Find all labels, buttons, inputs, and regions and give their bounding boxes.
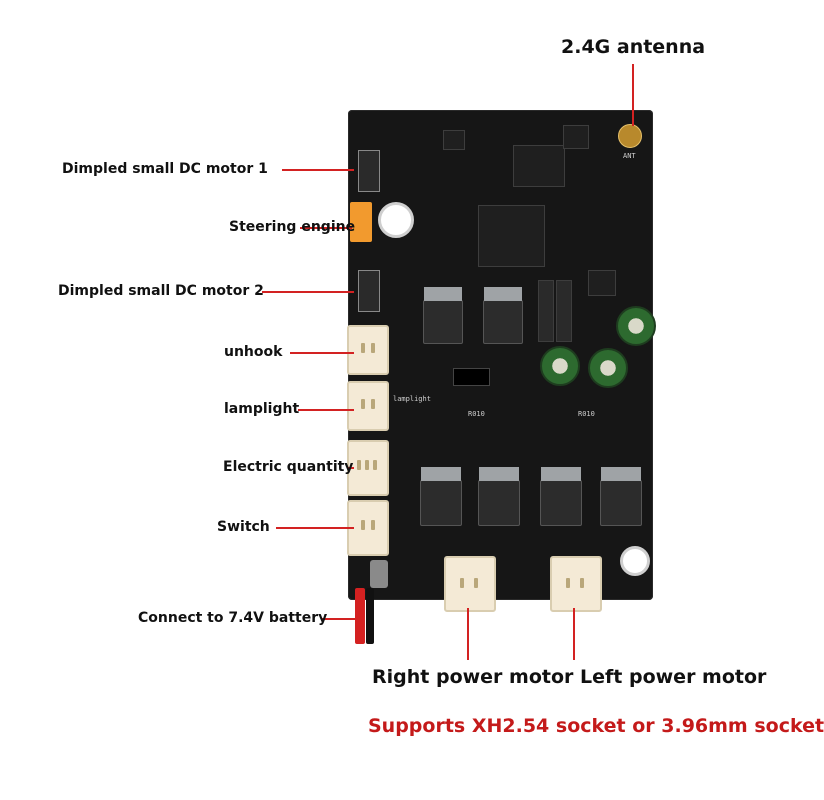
capacitor bbox=[588, 348, 628, 388]
antenna-callout-line bbox=[632, 64, 634, 126]
left-motor-callout-line bbox=[573, 608, 575, 660]
silkscreen-text: R010 bbox=[468, 410, 485, 418]
silkscreen-text: ANT bbox=[623, 152, 636, 160]
battery-wire-black bbox=[366, 588, 374, 644]
mounting-hole bbox=[378, 202, 414, 238]
battery-callout-line bbox=[322, 618, 356, 620]
electric-quantity-label: Electric quantity bbox=[223, 459, 354, 475]
mosfet bbox=[600, 467, 642, 526]
motor1-callout-line bbox=[282, 169, 354, 171]
steering-label: Steering engine bbox=[229, 219, 356, 235]
switch-callout-line bbox=[276, 527, 354, 529]
silkscreen-text: lamplight bbox=[393, 395, 431, 403]
left-motor-connector bbox=[550, 556, 602, 612]
lamplight-label: lamplight bbox=[224, 401, 300, 417]
steering-connector bbox=[350, 202, 372, 242]
capacitor bbox=[540, 346, 580, 386]
antenna-connector bbox=[618, 124, 642, 148]
lamplight-connector bbox=[347, 381, 389, 431]
diode bbox=[453, 368, 490, 386]
motor1-header bbox=[358, 150, 380, 192]
motor-labels: Right power motor Left power motor bbox=[372, 666, 767, 688]
capacitor bbox=[616, 306, 656, 346]
microcontroller-chip bbox=[478, 205, 545, 267]
socket-support-note: Supports XH2.54 socket or 3.96mm socket bbox=[368, 715, 824, 737]
unhook-callout-line bbox=[290, 352, 354, 354]
switch-label: Switch bbox=[217, 519, 270, 535]
antenna-label: 2.4G antenna bbox=[561, 36, 706, 58]
steering-callout-line bbox=[300, 227, 352, 229]
silkscreen-text: R010 bbox=[578, 410, 595, 418]
rf-chip bbox=[513, 145, 565, 187]
battery-solder-pad bbox=[370, 560, 388, 588]
lamplight-callout-line bbox=[298, 409, 354, 411]
unhook-label: unhook bbox=[224, 344, 283, 360]
battery-label: Connect to 7.4V battery bbox=[138, 610, 328, 626]
small-chip bbox=[443, 130, 465, 150]
mosfet bbox=[423, 287, 463, 344]
motor2-label: Dimpled small DC motor 2 bbox=[58, 283, 264, 299]
circuit-board: ANT lamplight R010 R010 bbox=[348, 110, 656, 600]
motor2-header bbox=[358, 270, 380, 312]
mounting-hole bbox=[620, 546, 650, 576]
right-motor-connector bbox=[444, 556, 496, 612]
mosfet bbox=[420, 467, 462, 526]
unhook-connector bbox=[347, 325, 389, 375]
small-chip bbox=[563, 125, 589, 149]
right-motor-callout-line bbox=[467, 608, 469, 660]
mosfet bbox=[483, 287, 523, 344]
small-chip bbox=[588, 270, 616, 296]
electric-callout-line bbox=[348, 467, 354, 469]
mosfet bbox=[478, 467, 520, 526]
resistor-array bbox=[538, 280, 554, 342]
electric-quantity-connector bbox=[347, 440, 389, 496]
motor1-label: Dimpled small DC motor 1 bbox=[62, 161, 268, 177]
battery-wire-red bbox=[355, 588, 365, 644]
resistor-array bbox=[556, 280, 572, 342]
motor2-callout-line bbox=[262, 291, 354, 293]
mosfet bbox=[540, 467, 582, 526]
